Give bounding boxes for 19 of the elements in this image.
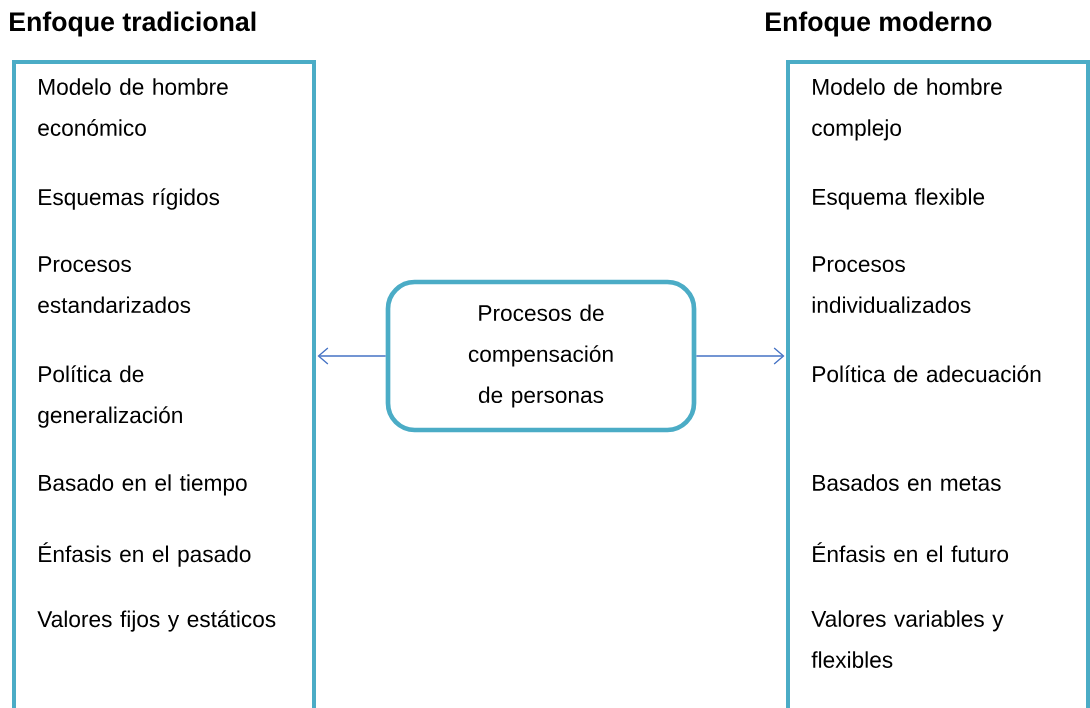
arrow bbox=[695, 347, 785, 365]
list-item: Esquemas rígidos bbox=[39, 188, 220, 210]
list-item: Procesos estandarizados bbox=[38, 256, 191, 314]
list-item: Basado en el tiempo bbox=[39, 474, 247, 496]
column-heading: Enfoque tradicional bbox=[10, 11, 256, 37]
list-item: Valores variables y flexibles bbox=[811, 610, 1004, 668]
list-item: Modelo de hombre complejo bbox=[812, 78, 1002, 141]
arrow bbox=[317, 347, 387, 365]
list-item: Basados en metas bbox=[813, 474, 1001, 491]
list-item: Política de generalización bbox=[38, 365, 182, 428]
list-item: Modelo de hombre económico bbox=[38, 78, 228, 136]
list-item: Énfasis en el futuro bbox=[813, 542, 1009, 563]
column-heading: Enfoque moderno bbox=[766, 11, 992, 37]
list-item: Procesos individualizados bbox=[812, 256, 971, 314]
list-item: Política de adecuación bbox=[813, 365, 1041, 383]
list-item: Esquema flexible bbox=[813, 188, 985, 210]
process-box: Procesos de compensación de personas bbox=[385, 279, 697, 433]
list-item: Énfasis en el pasado bbox=[39, 542, 251, 567]
list-item: Valores fijos y estáticos bbox=[37, 610, 276, 632]
